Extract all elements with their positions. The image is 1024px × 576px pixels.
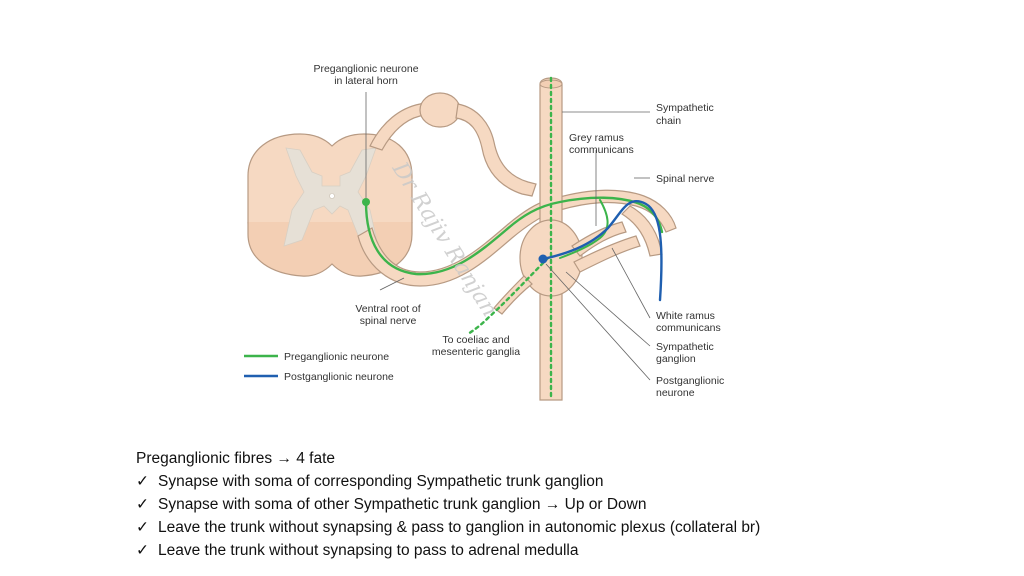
diagram-labels: Preganglionic neurone in lateral horn Sy… xyxy=(313,63,724,399)
label-spinal-nerve: Spinal nerve xyxy=(656,173,715,185)
notes-item-text: Synapse with soma of corresponding Sympa… xyxy=(158,473,604,490)
legend: Preganglionic neurone Postganglionic neu… xyxy=(244,351,394,383)
preganglionic-soma xyxy=(362,198,370,206)
label-sympathetic-chain-1: Sympathetic xyxy=(656,102,714,114)
label-sympathetic-ganglion-1: Sympathetic xyxy=(656,341,714,353)
postganglionic-soma xyxy=(538,254,548,264)
notes-item-text: Leave the trunk without synapsing to pas… xyxy=(158,542,579,559)
label-sympathetic-chain-2: chain xyxy=(656,115,681,127)
notes-item: ✓ Leave the trunk without synapsing to pa… xyxy=(136,539,996,562)
label-coeliac-2: mesenteric ganglia xyxy=(432,346,520,358)
label-grey-ramus-1: Grey ramus xyxy=(569,132,624,144)
postganglionic-fibre xyxy=(541,200,663,302)
check-icon: ✓ xyxy=(136,519,149,536)
preganglionic-fibres xyxy=(364,76,664,402)
label-preganglionic-lateral-horn-1: Preganglionic neurone xyxy=(313,63,418,75)
label-postganglionic-1: Postganglionic xyxy=(656,375,724,387)
legend-preganglionic: Preganglionic neurone xyxy=(284,351,389,363)
label-ventral-root-1: Ventral root of xyxy=(355,303,420,315)
notes-item: ✓ Synapse with soma of corresponding Symp… xyxy=(136,470,996,493)
label-coeliac-1: To coeliac and xyxy=(442,334,509,346)
dorsal-root xyxy=(369,92,537,197)
label-ventral-root-2: spinal nerve xyxy=(360,315,417,327)
spinal-cord xyxy=(247,133,413,277)
check-icon: ✓ xyxy=(136,496,149,513)
notes-item-text: Leave the trunk without synapsing & pass… xyxy=(158,519,761,536)
label-preganglionic-lateral-horn-2: in lateral horn xyxy=(334,75,398,87)
label-white-ramus-2: communicans xyxy=(656,322,721,334)
notes-item: ✓ Synapse with soma of other Sympathetic … xyxy=(136,493,996,516)
check-icon: ✓ xyxy=(136,542,149,559)
label-sympathetic-ganglion-2: ganglion xyxy=(656,353,696,365)
label-grey-ramus-2: communicans xyxy=(569,144,634,156)
label-white-ramus-1: White ramus xyxy=(656,310,715,322)
sympathetic-pathway-diagram: Preganglionic neurone in lateral horn Sy… xyxy=(244,63,724,402)
label-postganglionic-2: neurone xyxy=(656,387,695,399)
check-icon: ✓ xyxy=(136,473,149,490)
leader-lines xyxy=(365,92,651,381)
legend-postganglionic: Postganglionic neurone xyxy=(284,371,394,383)
spinal-nerve xyxy=(555,189,677,257)
notes-item: ✓ Leave the trunk without synapsing & pas… xyxy=(136,516,996,539)
notes-panel: Preganglionic fibres → 4 fate ✓ Synapse w… xyxy=(136,447,996,562)
notes-heading: Preganglionic fibres → 4 fate xyxy=(136,450,336,467)
notes-item-text: Synapse with soma of other Sympathetic t… xyxy=(158,496,647,513)
dorsal-root-ganglion xyxy=(419,92,461,128)
